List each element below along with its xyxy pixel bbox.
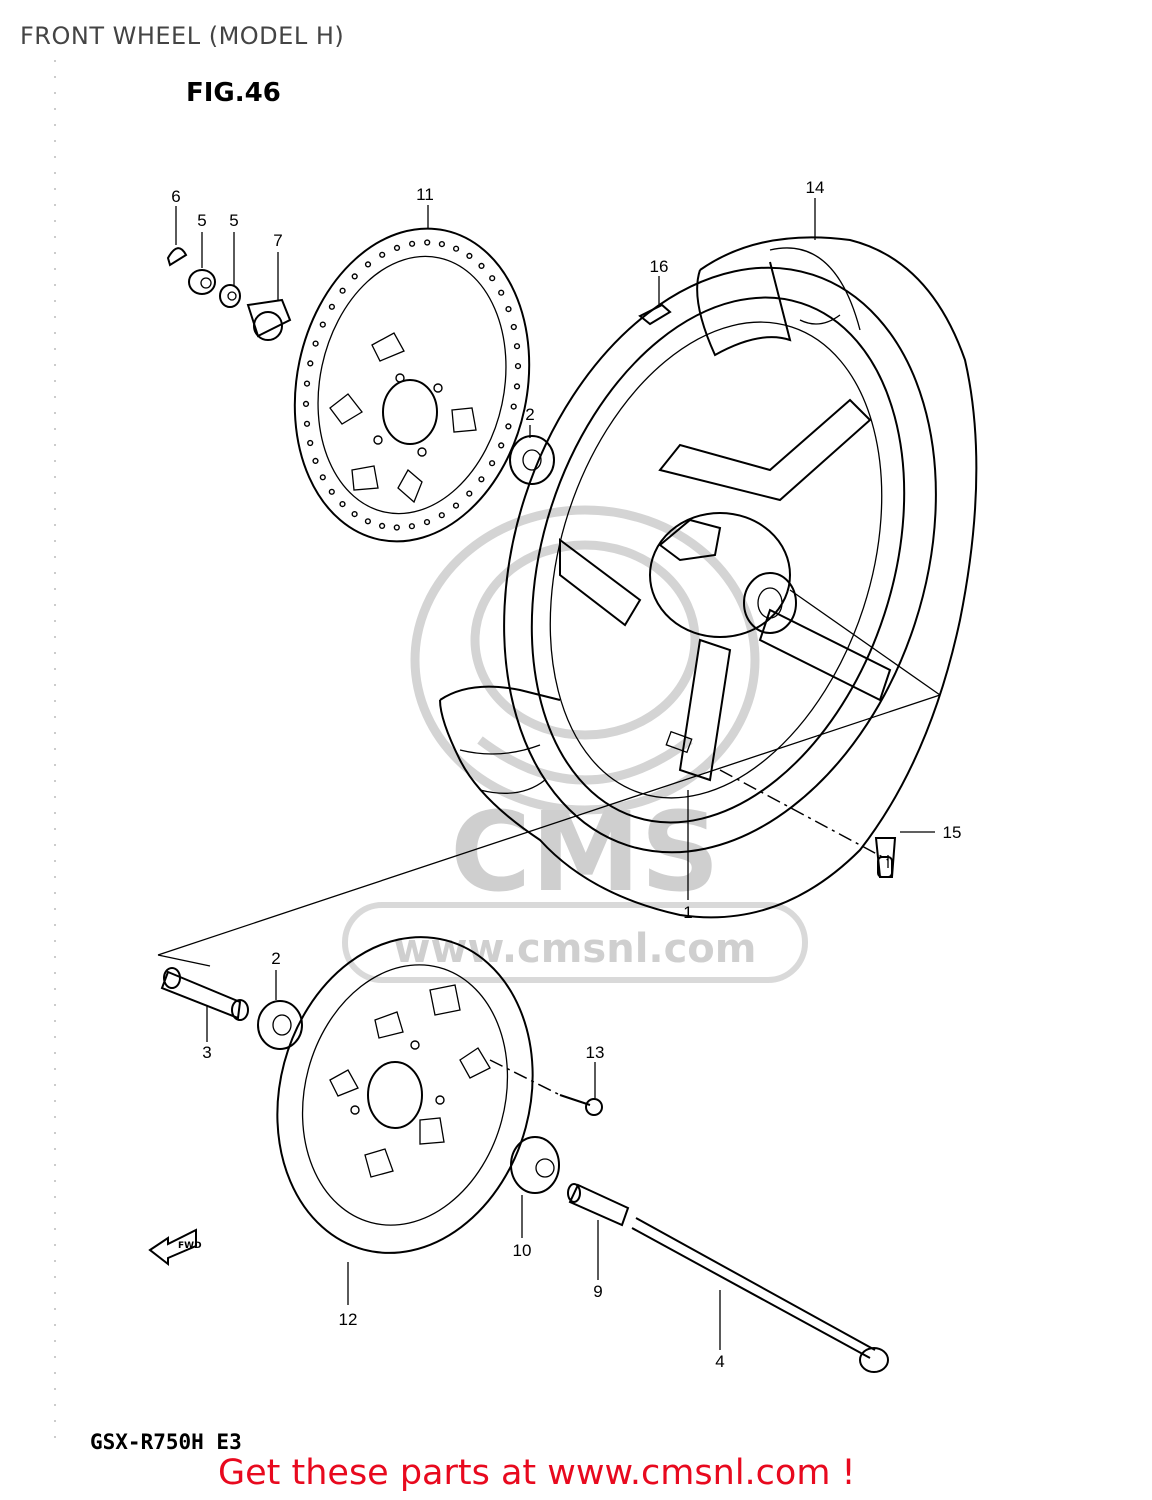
callout-9: 9 bbox=[593, 1282, 602, 1301]
callout-13: 13 bbox=[586, 1043, 605, 1062]
callout-4: 4 bbox=[715, 1352, 724, 1371]
callout-14: 14 bbox=[806, 178, 825, 197]
disc-vent-hole bbox=[510, 323, 517, 331]
disc-vent-hole bbox=[312, 457, 319, 465]
callout-3: 3 bbox=[202, 1043, 211, 1062]
disc-vent-hole bbox=[339, 501, 346, 508]
watermark: CMS www.cmsnl.com bbox=[342, 505, 808, 983]
fwd-direction-marker: FWD bbox=[148, 1228, 202, 1267]
disc-vent-hole bbox=[303, 420, 311, 427]
washer bbox=[219, 284, 241, 308]
bearing-lower bbox=[257, 1000, 303, 1050]
disc-vent-hole bbox=[513, 343, 521, 350]
callout-numbers: 6 5 5 7 11 2 16 14 15 1 2 3 13 10 9 4 12 bbox=[171, 178, 961, 1371]
axle-spacer-right bbox=[246, 298, 292, 341]
disc-vent-hole bbox=[364, 261, 372, 268]
disc-vent-hole bbox=[351, 510, 358, 518]
cotter-pin bbox=[166, 247, 188, 267]
page-title: FRONT WHEEL (MODEL H) bbox=[20, 22, 345, 50]
front-tyre bbox=[439, 236, 978, 919]
callout-leaders bbox=[175, 198, 935, 1350]
front-axle bbox=[631, 1217, 889, 1373]
callout-1: 1 bbox=[683, 903, 692, 922]
disc-vent-hole bbox=[328, 488, 335, 495]
callout-2-upper: 2 bbox=[525, 405, 534, 424]
model-code: GSX-R750H E3 bbox=[90, 1430, 242, 1454]
watermark-url: www.cmsnl.com bbox=[394, 926, 757, 972]
disc-vent-hole bbox=[498, 442, 505, 449]
disc-vent-hole bbox=[307, 439, 314, 447]
disc-vent-hole bbox=[319, 321, 326, 328]
disc-vent-hole bbox=[409, 240, 416, 247]
callout-5: 5 bbox=[229, 211, 238, 230]
disc-vent-hole bbox=[489, 275, 496, 282]
assembly-guide-lines bbox=[157, 589, 941, 1096]
disc-vent-hole bbox=[379, 251, 386, 258]
disc-vent-hole bbox=[312, 340, 319, 347]
balance-weight bbox=[638, 303, 672, 326]
disc-vent-hole bbox=[478, 476, 485, 483]
cta-link[interactable]: Get these parts at www.cmsnl.com ! bbox=[218, 1453, 856, 1493]
disc-vent-hole bbox=[379, 522, 386, 530]
disc-vent-hole bbox=[302, 400, 310, 408]
disc-vent-hole bbox=[423, 518, 431, 526]
disc-vent-hole bbox=[319, 474, 326, 481]
left-collar bbox=[510, 1136, 560, 1194]
disc-vent-hole bbox=[408, 523, 416, 530]
disc-vent-hole bbox=[513, 383, 521, 390]
callout-11: 11 bbox=[416, 185, 434, 204]
disc-vent-hole bbox=[438, 241, 446, 248]
disc-vent-hole bbox=[489, 460, 496, 467]
disc-vent-hole bbox=[438, 512, 445, 519]
tyre-valve bbox=[874, 837, 897, 878]
castle-nut bbox=[188, 269, 216, 295]
callout-6: 5 bbox=[197, 211, 206, 230]
bearing-upper bbox=[509, 435, 555, 485]
arrow-left-icon bbox=[148, 1228, 197, 1267]
disc-vent-hole bbox=[466, 490, 473, 497]
callout-10: 10 bbox=[513, 1241, 532, 1260]
disc-vent-hole bbox=[505, 306, 512, 313]
fwd-label: FWD bbox=[178, 1241, 202, 1251]
disc-vent-hole bbox=[514, 363, 522, 370]
disc-vent-hole bbox=[505, 423, 512, 430]
disc-vent-hole bbox=[478, 262, 485, 270]
disc-vent-hole bbox=[351, 273, 358, 280]
center-spacer bbox=[160, 967, 249, 1021]
brake-disc-lower bbox=[276, 936, 534, 1254]
callout-15: 15 bbox=[943, 823, 962, 842]
callout-2-lower: 2 bbox=[271, 949, 280, 968]
disc-vent-hole bbox=[498, 289, 505, 296]
figure-label: FIG.46 bbox=[186, 78, 281, 108]
disc-vent-hole bbox=[452, 502, 460, 509]
disc-vent-hole bbox=[307, 360, 314, 367]
callout-12: 12 bbox=[339, 1310, 358, 1329]
disc-vent-hole bbox=[328, 303, 336, 310]
disc-vent-hole bbox=[393, 244, 401, 252]
callout-16: 16 bbox=[650, 257, 669, 276]
disc-vent-hole bbox=[510, 403, 517, 410]
disc-vent-hole bbox=[339, 287, 346, 294]
disc-vent-hole bbox=[393, 524, 400, 531]
wheel-rim bbox=[503, 266, 937, 854]
left-spacer bbox=[567, 1183, 630, 1227]
disc-vent-hole bbox=[424, 239, 431, 246]
disc-bolt bbox=[559, 1094, 603, 1116]
disc-vent-hole bbox=[453, 245, 460, 252]
brake-disc-upper bbox=[293, 227, 531, 543]
callout-8: 7 bbox=[273, 231, 282, 250]
disc-vent-hole bbox=[466, 252, 473, 260]
callout-7: 6 bbox=[171, 187, 180, 206]
disc-vent-hole bbox=[303, 380, 311, 387]
disc-vent-hole bbox=[364, 518, 372, 525]
